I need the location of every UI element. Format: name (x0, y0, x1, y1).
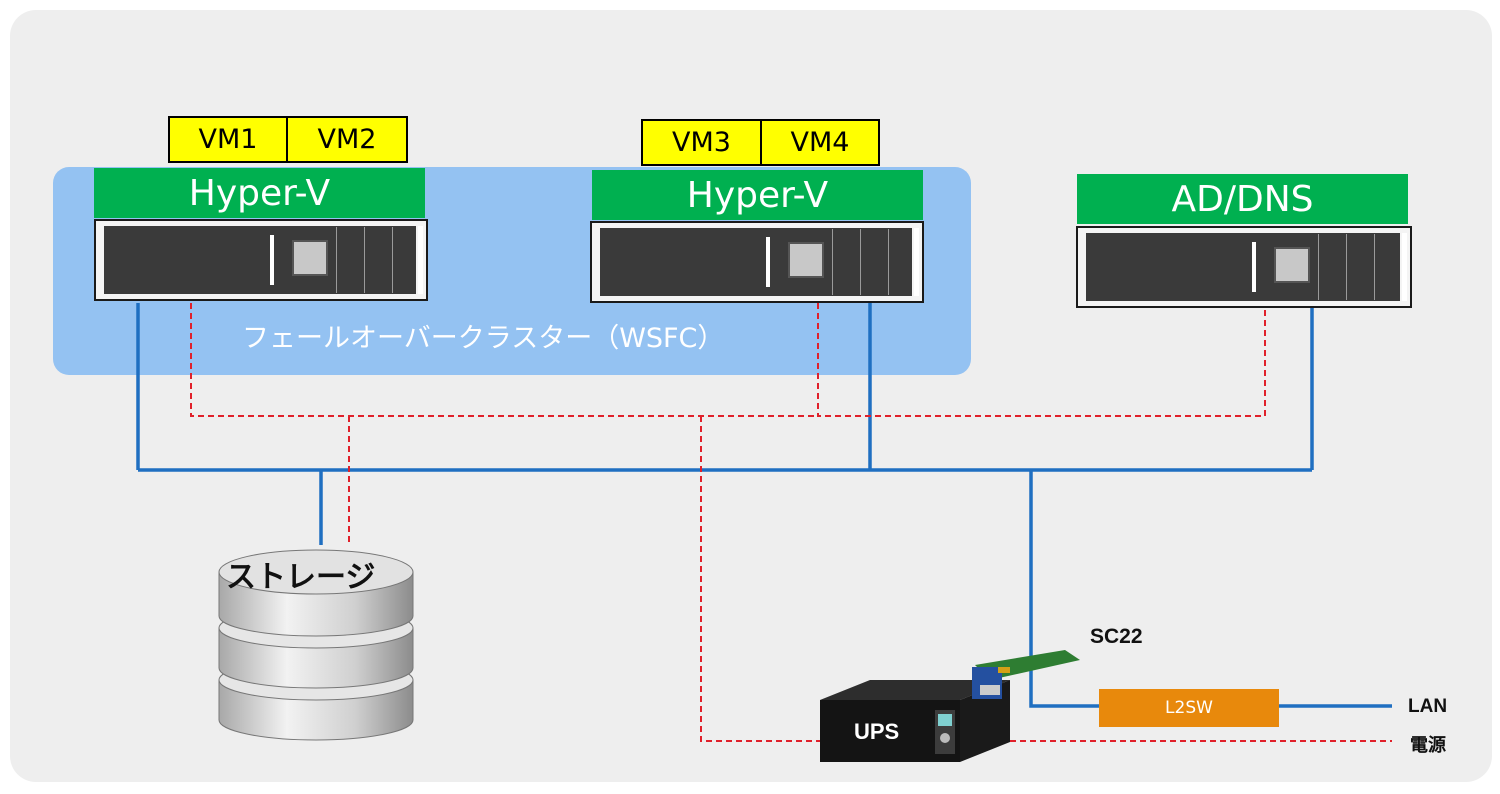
sc22-label: SC22 (1090, 625, 1143, 648)
vm2-box: VM2 (286, 116, 408, 163)
power-line-ups (700, 416, 820, 742)
power-line-node1 (190, 303, 818, 417)
vm4-box: VM4 (760, 119, 880, 166)
server-addns-icon (1076, 226, 1412, 308)
vm1-box: VM1 (168, 116, 288, 163)
storage-label: ストレージ (226, 560, 376, 595)
l2-switch-box: L2SW (1099, 689, 1279, 727)
ups-icon (820, 680, 1010, 762)
hyperv-role-label-2: Hyper-V (592, 170, 923, 220)
lan-label: LAN (1408, 696, 1448, 717)
power-label: 電源 (1410, 735, 1446, 756)
ups-label: UPS (854, 719, 900, 744)
addns-role-label: AD/DNS (1077, 174, 1408, 224)
sc22-card-icon (972, 650, 1080, 699)
failover-cluster-label: フェールオーバークラスター（WSFC） (242, 323, 725, 354)
lan-line-switch (1029, 470, 1099, 708)
hyperv-role-label-1: Hyper-V (94, 168, 425, 218)
storage-cylinder-icon (218, 549, 414, 741)
server-hyperv-2-icon (590, 221, 924, 303)
vm3-box: VM3 (641, 119, 762, 166)
power-line-node2 (817, 303, 1266, 417)
server-hyperv-1-icon (94, 219, 428, 301)
